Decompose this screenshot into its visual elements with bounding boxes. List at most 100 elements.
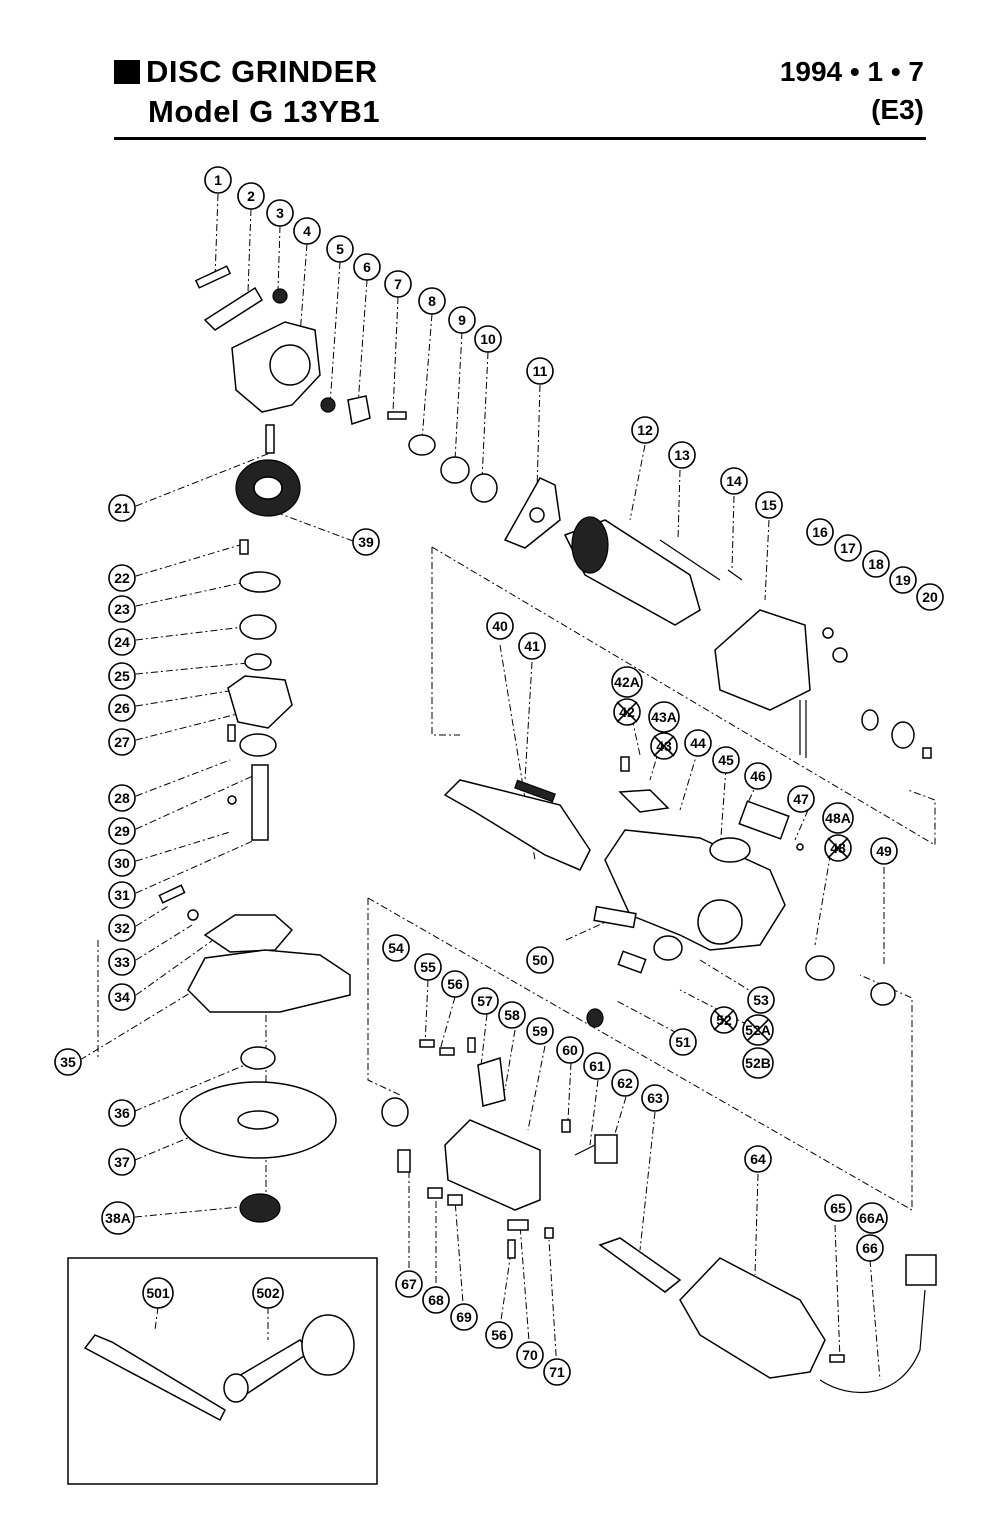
screw-part-42	[620, 756, 630, 772]
part-label-29: 29	[108, 817, 136, 845]
part-label-45: 45	[712, 746, 740, 774]
issue-date: 1994 • 1 • 7	[779, 56, 924, 87]
svg-text:40: 40	[492, 618, 508, 634]
svg-text:34: 34	[114, 989, 130, 1005]
part-label-52: 52	[710, 1006, 738, 1034]
svg-text:30: 30	[114, 855, 130, 871]
spindle-part-31	[251, 764, 269, 841]
part-label-52a: 52A	[742, 1014, 774, 1046]
svg-text:26: 26	[114, 700, 130, 716]
part-label-23: 23	[108, 595, 136, 623]
svg-text:1: 1	[214, 172, 222, 188]
cord-part-63	[598, 1237, 682, 1293]
part-label-36: 36	[108, 1099, 136, 1127]
bearing-part-19	[891, 721, 915, 749]
part-label-37: 37	[108, 1148, 136, 1176]
svg-text:18: 18	[868, 556, 884, 572]
part-label-21: 21	[108, 494, 136, 522]
part-label-20: 20	[916, 583, 944, 611]
ring-part-9	[440, 456, 470, 484]
svg-text:37: 37	[114, 1154, 130, 1170]
part-label-62: 62	[611, 1069, 639, 1097]
plate-part-24	[239, 571, 281, 593]
header-rule	[114, 137, 926, 140]
wheel-washer-part-36	[240, 1046, 276, 1070]
svg-text:4: 4	[303, 223, 311, 239]
model-number: Model G 13YB1	[148, 94, 381, 129]
diagram-title: DISC GRINDER	[146, 54, 378, 89]
svg-text:36: 36	[114, 1105, 130, 1121]
pin-part-20	[922, 747, 932, 759]
part-label-3: 3	[266, 199, 294, 227]
svg-text:50: 50	[532, 952, 548, 968]
part-label-4: 4	[293, 217, 321, 245]
part-label-11: 11	[526, 357, 554, 385]
part-label-32: 32	[108, 914, 136, 942]
part-labels: 1 2 3 4 5 6 7 8 9 10 11 12 13 14 15 16 1…	[54, 166, 944, 1386]
part-label-64: 64	[744, 1145, 772, 1173]
svg-text:15: 15	[761, 497, 777, 513]
screw-part-16	[822, 627, 834, 639]
part-label-16: 16	[806, 518, 834, 546]
svg-text:49: 49	[876, 843, 892, 859]
nut-part-33	[187, 909, 199, 921]
part-label-52b: 52B	[742, 1047, 774, 1079]
bolt-part-13	[659, 539, 721, 581]
screw-part-57	[467, 1037, 476, 1053]
housing-part-44	[604, 829, 786, 951]
pin-part-14	[727, 569, 743, 581]
bearing-part-10	[470, 473, 498, 503]
part-label-61: 61	[583, 1052, 611, 1080]
spindle-stack	[158, 424, 351, 1223]
label-part-46	[738, 800, 790, 840]
svg-text:39: 39	[358, 534, 374, 550]
part-label-31: 31	[108, 881, 136, 909]
tail-cover-part-64	[679, 1257, 826, 1379]
part-label-54: 54	[382, 934, 410, 962]
svg-text:501: 501	[146, 1285, 170, 1301]
svg-text:57: 57	[477, 993, 493, 1009]
part-label-42: 42	[613, 698, 641, 726]
part-label-66: 66	[856, 1234, 884, 1262]
svg-text:41: 41	[524, 638, 540, 654]
svg-text:31: 31	[114, 887, 130, 903]
key-part-30	[227, 795, 237, 805]
svg-text:24: 24	[114, 634, 130, 650]
svg-text:55: 55	[420, 959, 436, 975]
svg-text:17: 17	[840, 540, 856, 556]
wheel-nut-part-38a	[239, 1193, 281, 1223]
screw-part-28	[227, 724, 236, 742]
svg-text:23: 23	[114, 601, 130, 617]
svg-text:33: 33	[114, 954, 130, 970]
svg-text:59: 59	[532, 1023, 548, 1039]
switch-block-part-59	[444, 1119, 541, 1211]
part-label-9: 9	[448, 306, 476, 334]
part-label-6: 6	[353, 253, 381, 281]
svg-text:63: 63	[647, 1090, 663, 1106]
screw-part-55	[419, 1039, 435, 1048]
region-code: (E3)	[871, 94, 924, 125]
svg-text:67: 67	[401, 1276, 417, 1292]
wheel-center	[237, 1110, 279, 1130]
plate-part-2	[203, 286, 264, 331]
svg-text:21: 21	[114, 500, 130, 516]
cord-armor-part-54	[381, 1097, 409, 1127]
svg-text:8: 8	[428, 293, 436, 309]
screw-part-56b	[507, 1239, 516, 1259]
part-label-39: 39	[352, 528, 380, 556]
part-label-47: 47	[787, 785, 815, 813]
spring-part-41	[514, 779, 556, 803]
ring-part-26	[244, 653, 272, 671]
svg-text:66A: 66A	[859, 1210, 885, 1226]
part-label-43a: 43A	[648, 701, 680, 733]
switch-lever-part-43	[618, 789, 670, 813]
part-label-60: 60	[556, 1036, 584, 1064]
svg-text:13: 13	[674, 447, 690, 463]
part-label-24: 24	[108, 628, 136, 656]
svg-text:32: 32	[114, 920, 130, 936]
part-label-26: 26	[108, 694, 136, 722]
part-label-63: 63	[641, 1084, 669, 1112]
switch-part-58	[477, 1057, 506, 1107]
bearing-part-29	[239, 733, 277, 757]
svg-text:27: 27	[114, 734, 130, 750]
